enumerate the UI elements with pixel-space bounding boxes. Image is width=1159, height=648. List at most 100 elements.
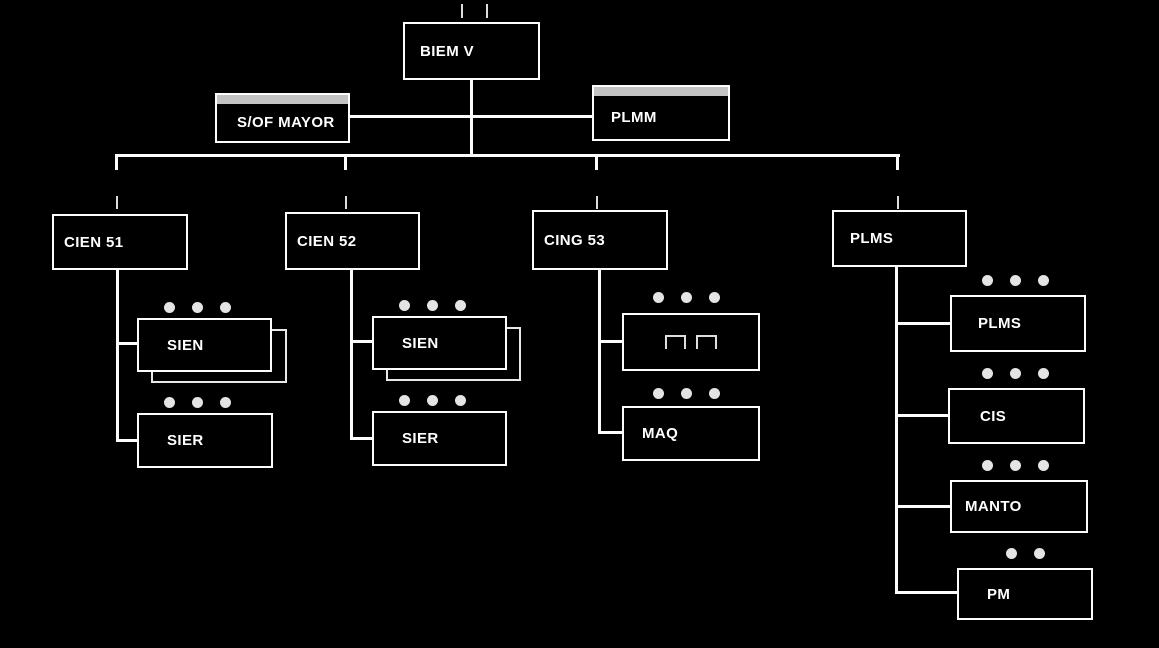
dot-icon — [1038, 460, 1049, 471]
machine-icon — [665, 335, 717, 349]
node-cien51-sien: SIEN — [137, 318, 272, 372]
connector-branch4-tick — [897, 196, 899, 209]
node-label: SIER — [167, 432, 204, 449]
dot-icon — [709, 388, 720, 399]
connector-branch3-drop — [595, 154, 598, 170]
connector-cing53-maq-stub — [598, 431, 624, 434]
dot-icon — [455, 395, 466, 406]
node-label: CING 53 — [544, 231, 606, 249]
dot-icon — [1034, 548, 1045, 559]
connector-cing53-unit-stub — [598, 340, 624, 343]
connector-plms-manto-stub — [895, 505, 950, 508]
dot-icon — [427, 395, 438, 406]
connector-cien51-sien-stub — [116, 342, 139, 345]
connector-branch1-drop — [115, 154, 118, 170]
node-plmm: PLMM — [592, 85, 730, 141]
dot-icon — [192, 397, 203, 408]
connector-branch1-tick — [116, 196, 118, 209]
dot-icon — [982, 275, 993, 286]
dot-icon — [399, 395, 410, 406]
connector-cing53-vertical — [598, 270, 601, 434]
node-cing53-maq: MAQ — [622, 406, 760, 461]
ellipsis-dots — [982, 368, 1049, 379]
node-cing53: CING 53 — [532, 210, 668, 270]
connector-cien52-sier-stub — [350, 437, 374, 440]
connector-cien52-sien-stub — [350, 340, 374, 343]
dot-icon — [1006, 548, 1017, 559]
node-sof-mayor: S/OF MAYOR — [215, 93, 350, 143]
node-cien52-sien: SIEN — [372, 316, 507, 370]
node-plms-cis: CIS — [948, 388, 1085, 444]
dot-icon — [1038, 275, 1049, 286]
node-biem-v: BIEM V — [403, 22, 540, 80]
ellipsis-dots — [164, 397, 231, 408]
node-label: BIEM V — [420, 42, 475, 60]
node-label: MANTO — [965, 498, 1022, 515]
ellipsis-dots — [399, 395, 466, 406]
dot-icon — [1038, 368, 1049, 379]
node-label: PLMS — [978, 315, 1022, 332]
connector-main-rail — [115, 154, 900, 157]
node-plms-manto: MANTO — [950, 480, 1088, 533]
connector-staff-horizontal — [350, 115, 592, 118]
dot-icon — [220, 397, 231, 408]
node-cing53-unit — [622, 313, 760, 371]
node-label: PLMS — [850, 230, 894, 247]
node-cien51: CIEN 51 — [52, 214, 188, 270]
dot-icon — [653, 292, 664, 303]
connector-plms-pm-stub — [895, 591, 957, 594]
connector-root-vertical — [470, 80, 473, 157]
node-label: CIEN 52 — [297, 232, 357, 250]
dot-icon — [192, 302, 203, 313]
node-label: CIEN 51 — [64, 233, 124, 251]
connector-branch2-tick — [345, 196, 347, 209]
node-label: MAQ — [642, 425, 679, 442]
node-label: S/OF MAYOR — [237, 113, 335, 131]
dot-icon — [1010, 368, 1021, 379]
node-plms-pm: PM — [957, 568, 1093, 620]
connector-cien51-sier-stub — [116, 439, 139, 442]
node-label: CIS — [980, 407, 1007, 425]
dot-icon — [399, 300, 410, 311]
node-label: PM — [987, 585, 1011, 603]
connector-plms-cis-stub — [895, 414, 948, 417]
dot-icon — [709, 292, 720, 303]
dot-icon — [982, 460, 993, 471]
staff-header-strip — [217, 95, 348, 104]
dot-icon — [982, 368, 993, 379]
dot-icon — [164, 302, 175, 313]
ellipsis-dots — [1006, 548, 1045, 559]
node-label: SIEN — [167, 336, 204, 354]
ellipsis-dots — [653, 388, 720, 399]
continuation-tick — [461, 4, 463, 18]
ellipsis-dots — [982, 275, 1049, 286]
node-plms-plms: PLMS — [950, 295, 1086, 352]
connector-branch4-drop — [896, 154, 899, 170]
connector-plms-plms-stub — [895, 322, 950, 325]
dot-icon — [427, 300, 438, 311]
node-label: SIEN — [402, 334, 439, 352]
dot-icon — [681, 292, 692, 303]
ellipsis-dots — [982, 460, 1049, 471]
connector-branch3-tick — [596, 196, 598, 209]
dot-icon — [220, 302, 231, 313]
node-label: SIER — [402, 430, 439, 447]
dot-icon — [653, 388, 664, 399]
connector-plms-vertical — [895, 267, 898, 594]
dot-icon — [164, 397, 175, 408]
continuation-tick — [486, 4, 488, 18]
ellipsis-dots — [653, 292, 720, 303]
connector-cien52-vertical — [350, 270, 353, 440]
ellipsis-dots — [399, 300, 466, 311]
ellipsis-dots — [164, 302, 231, 313]
node-cien52: CIEN 52 — [285, 212, 420, 270]
node-cien51-sier: SIER — [137, 413, 273, 468]
node-plms: PLMS — [832, 210, 967, 267]
dot-icon — [1010, 460, 1021, 471]
dot-icon — [455, 300, 466, 311]
connector-cien51-vertical — [116, 270, 119, 442]
dot-icon — [1010, 275, 1021, 286]
staff-header-strip — [594, 87, 728, 96]
node-label: PLMM — [611, 108, 657, 126]
